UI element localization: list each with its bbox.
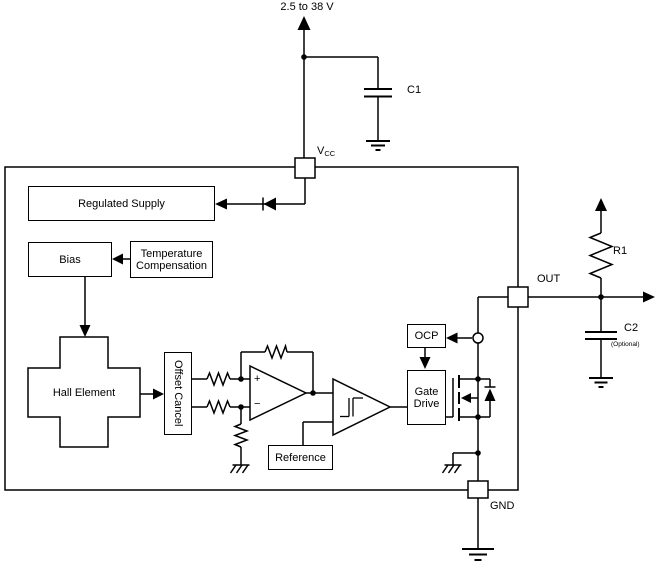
opamp-minus-input: − xyxy=(254,398,261,410)
c2-ground-icon xyxy=(589,377,613,388)
mosfet-icon xyxy=(446,375,490,421)
vcc-subscript-text: CC xyxy=(324,149,336,158)
junction-dot xyxy=(598,294,604,300)
current-sense-tap-icon xyxy=(472,332,484,344)
supply-range-label: 2.5 to 38 V xyxy=(280,1,334,13)
ic-boundary xyxy=(4,166,519,491)
supply-arrow-icon xyxy=(297,16,311,30)
reference-block: Reference xyxy=(268,445,333,470)
junction-dot xyxy=(238,404,244,410)
vcc-pin xyxy=(294,157,316,179)
gnd-pin xyxy=(467,480,489,499)
vcc-pin-label: VCC xyxy=(317,145,335,160)
junction-dot xyxy=(310,390,316,396)
feedback-resistor-icon xyxy=(264,343,288,361)
resistor-icon xyxy=(232,423,250,448)
comparator-triangle xyxy=(332,377,392,437)
r1-arrow-icon xyxy=(595,198,607,211)
regulated-supply-label: Regulated Supply xyxy=(78,197,165,210)
junction-dot xyxy=(238,376,244,382)
series-diode-icon xyxy=(263,197,276,211)
junction-dot xyxy=(475,450,481,456)
arrowhead-into-gatedrive xyxy=(419,357,431,369)
bias-label: Bias xyxy=(59,253,81,266)
arrowhead-into-regulator xyxy=(215,198,227,210)
c1-label: C1 xyxy=(407,84,422,96)
opamp-plus-input: + xyxy=(254,373,261,385)
hall-element-label: Hall Element xyxy=(52,387,116,399)
ocp-label: OCP xyxy=(414,330,439,342)
resistor-icon xyxy=(206,370,231,388)
r1-resistor-icon xyxy=(588,210,614,297)
vcc-base-text: V xyxy=(317,145,325,157)
arrowhead-into-bias xyxy=(112,253,123,265)
out-arrow-icon xyxy=(643,291,655,303)
resistor-icon xyxy=(206,398,231,416)
minus-input-ground-branch xyxy=(232,407,250,465)
hysteresis-icon xyxy=(340,397,363,418)
opamp-triangle xyxy=(249,364,308,422)
arrowhead-into-ocp xyxy=(446,332,458,344)
out-pin-label: OUT xyxy=(537,273,561,285)
c2-optional-note: (Optional) xyxy=(611,341,640,348)
body-diode-icon xyxy=(484,379,496,417)
c1-capacitor-icon xyxy=(364,88,392,98)
junction-dot xyxy=(475,376,481,382)
chassis-ground-icon xyxy=(441,464,462,474)
r1-label: R1 xyxy=(613,245,628,257)
junction-dot xyxy=(475,414,481,420)
gnd-ground-icon xyxy=(462,548,494,561)
body-diode-triangle-icon xyxy=(484,388,496,401)
c2-capacitor-icon xyxy=(585,331,617,340)
arrowhead-into-offsetcancel xyxy=(153,388,164,400)
regulated-supply-block: Regulated Supply xyxy=(28,186,215,221)
supply-wire xyxy=(303,29,379,158)
arrowhead-into-hall xyxy=(79,325,91,337)
bias-block: Bias xyxy=(28,242,112,277)
gate-drive-label: Gate Drive xyxy=(413,385,440,410)
temperature-compensation-block: Temperature Compensation xyxy=(130,241,213,278)
ocp-block: OCP xyxy=(407,324,446,348)
reference-label: Reference xyxy=(275,451,326,464)
gnd-pin-label: GND xyxy=(490,500,515,512)
chassis-ground-icon xyxy=(229,464,250,474)
c1-ground-icon xyxy=(366,140,390,151)
mosfet-body-arrow-icon xyxy=(461,393,471,403)
offset-cancel-block: Offset Cancel xyxy=(164,352,192,435)
temperature-compensation-label: Temperature Compensation xyxy=(136,247,207,272)
reference-wire xyxy=(302,421,333,445)
vcc-to-regulator-wire xyxy=(222,178,306,211)
offset-cancel-label: Offset Cancel xyxy=(172,360,184,427)
hall-element-cross xyxy=(27,336,141,448)
source-ground-branch xyxy=(452,452,478,465)
junction-dot xyxy=(301,54,307,60)
opamp-feedback-wire xyxy=(240,343,314,393)
out-pin xyxy=(507,286,529,308)
gate-drive-block: Gate Drive xyxy=(407,370,446,425)
c2-label: C2 xyxy=(624,322,639,334)
